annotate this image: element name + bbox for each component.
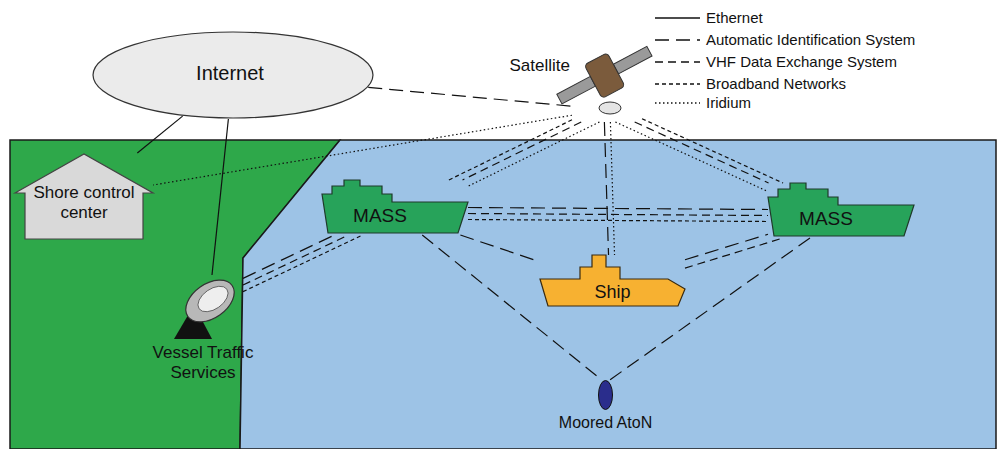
link-line — [212, 119, 228, 275]
link-line — [610, 122, 614, 255]
legend-sample — [655, 83, 700, 84]
vessel-hull — [540, 255, 685, 306]
node-outline — [598, 380, 613, 410]
link-line — [460, 235, 540, 262]
node-label: Shore control center — [29, 183, 139, 222]
aton-node: Moored AtoN — [598, 380, 613, 410]
link-line — [153, 115, 572, 185]
link-line — [368, 87, 572, 106]
vts-node: Vessel Traffic Services — [168, 275, 243, 340]
vessel-hull — [322, 180, 468, 233]
link-line — [468, 207, 768, 209]
link-line — [468, 219, 768, 221]
link-line — [422, 235, 602, 380]
legend-sample — [655, 102, 700, 103]
legend-label: Automatic Identification System — [706, 31, 915, 49]
link-line — [604, 122, 608, 255]
legend-label: Iridium — [706, 94, 751, 112]
node-label: MASS — [340, 205, 420, 227]
link-line — [243, 235, 363, 292]
legend-sample — [655, 61, 700, 62]
link-line — [685, 238, 783, 268]
sea-area — [240, 140, 996, 449]
node-label: Moored AtoN — [538, 414, 673, 432]
house-shape — [15, 154, 153, 239]
link-line — [610, 238, 810, 380]
legend-label: Ethernet — [706, 9, 763, 27]
node-label: Internet — [92, 62, 368, 85]
legend-label: VHF Data Exchange System — [706, 53, 897, 71]
node-outline — [168, 275, 243, 340]
link-line — [635, 122, 769, 183]
shore-node: Shore control center — [15, 153, 153, 240]
node-label: MASS — [786, 208, 866, 230]
legend-sample — [655, 39, 700, 40]
link-line — [468, 213, 768, 215]
legend-sample — [655, 17, 700, 18]
ship-node: Ship — [540, 255, 685, 307]
satellite-node: Satellite — [572, 38, 642, 122]
link-line — [615, 122, 768, 192]
node-outline — [572, 38, 642, 122]
link-line — [468, 122, 599, 186]
satellite-icon — [551, 35, 659, 116]
link-line — [449, 120, 572, 180]
link-line — [243, 235, 335, 278]
node-label: Ship — [570, 282, 655, 303]
link-line — [243, 235, 349, 285]
satellite-dish — [599, 102, 621, 114]
node-label: Vessel Traffic Services — [138, 343, 268, 382]
legend-label: Broadband Networks — [706, 75, 846, 93]
mass-node: MASS — [322, 180, 468, 235]
radar-dish — [178, 272, 242, 331]
vessel-hull — [768, 183, 914, 236]
node-label: Satellite — [490, 56, 570, 76]
mass-node: MASS — [768, 183, 914, 238]
link-line — [642, 119, 783, 183]
link-line — [137, 116, 182, 153]
cloud-node: Internet — [92, 31, 374, 119]
buoy-marker — [599, 381, 613, 410]
link-line — [463, 122, 582, 180]
